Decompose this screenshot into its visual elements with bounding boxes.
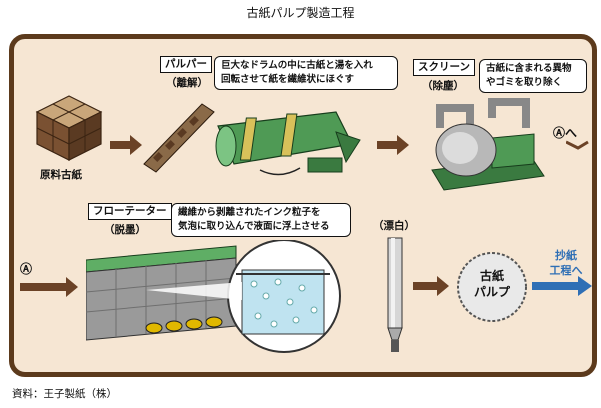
pulper-tag: パルパー: [160, 56, 212, 73]
pulp-label: 古紙 パルプ: [454, 268, 530, 300]
to-papermaking-arrow: [532, 276, 592, 296]
papermaking-line2: 工程へ: [549, 264, 583, 277]
screen-machine-icon: [431, 98, 545, 191]
pulper-desc-line2: 回転させて紙を繊維状にほぐす: [221, 74, 355, 85]
pulp-label-line2: パルプ: [473, 285, 510, 299]
flotator-description: 繊維から剥離されたインク粒子を 気泡に取り込んで液面に浮上させる: [171, 203, 351, 237]
flow-arrow: [20, 277, 78, 297]
papermaking-line1: 抄紙: [555, 249, 577, 262]
paper-bale-icon: [35, 95, 103, 161]
pulp-ball-icon: [457, 252, 527, 322]
screen-tag: スクリーン: [413, 59, 475, 76]
raw-paper-label: 原料古紙: [40, 169, 82, 181]
source-note: 資料：王子製紙（株）: [12, 388, 117, 400]
flotator-tank-icon: [86, 240, 341, 353]
bleach-label: （漂白）: [373, 220, 415, 232]
flow-arrow: [413, 276, 449, 296]
pulp-label-line1: 古紙: [479, 269, 504, 283]
screen-desc-line1: 古紙に含まれる異物: [486, 63, 572, 74]
screen-desc-line2: やゴミを取り除く: [486, 77, 563, 88]
diagram-title: 古紙パルプ製造工程: [246, 6, 355, 20]
pulper-desc-line1: 巨大なドラムの中に古紙と湯を入れ: [221, 60, 373, 71]
flotator-tag: フローテーター: [88, 203, 172, 220]
flotator-sub: （脱墨）: [104, 224, 146, 236]
flotator-desc-line2: 気泡に取り込んで液面に浮上させる: [178, 221, 330, 232]
flow-arrow: [377, 135, 409, 155]
pulper-sub: （離解）: [166, 77, 208, 89]
flow-arrow: [110, 135, 142, 155]
pulper-description: 巨大なドラムの中に古紙と湯を入れ 回転させて紙を繊維状にほぐす: [214, 56, 398, 90]
connector-a-out: Ⓐへ: [553, 126, 578, 140]
pulper-drum-icon: [143, 103, 361, 176]
screen-description: 古紙に含まれる異物 やゴミを取り除く: [479, 59, 587, 93]
screen-sub: （除塵）: [422, 80, 464, 92]
flotator-desc-line1: 繊維から剥離されたインク粒子を: [178, 207, 321, 218]
bleach-tower-icon: [387, 237, 403, 352]
papermaking-label: 抄紙 工程へ: [541, 248, 591, 278]
connector-a-in: Ⓐ: [20, 262, 33, 276]
connector-arrow: [566, 140, 589, 150]
